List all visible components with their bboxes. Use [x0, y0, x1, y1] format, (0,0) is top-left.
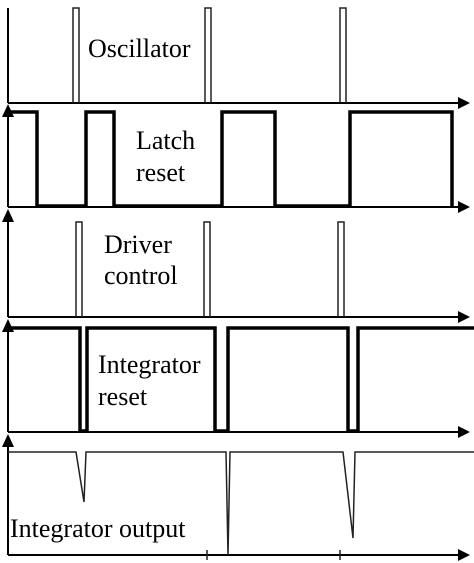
driver-control-axes [2, 209, 470, 323]
integrator-output-x-arrow-icon [458, 549, 470, 561]
driver-control-label-line-1: Driver [104, 230, 172, 259]
latch-reset-waveform [8, 110, 454, 208]
latch-reset-label-line-1: Latch [136, 126, 196, 155]
oscillator-waveform [72, 7, 347, 103]
integrator-reset-axes [2, 319, 470, 438]
integrator-output-waveform [8, 451, 474, 556]
driver-control-waveform [75, 221, 345, 317]
integrator-reset-x-arrow-icon [458, 426, 470, 438]
oscillator-pulse-3 [339, 7, 347, 103]
driver-control-pulse-1 [75, 221, 83, 317]
integrator-output-label: Integrator output [10, 514, 186, 543]
latch-reset-x-arrow-icon [458, 201, 470, 213]
driver-control-label-line-2: control [104, 261, 178, 290]
integrator-reset-label-line-1: Integrator [98, 350, 201, 379]
integrator-reset-y-arrow-icon [2, 319, 14, 332]
oscillator-pulse-2 [204, 7, 212, 103]
driver-control-x-arrow-icon [458, 311, 470, 323]
oscillator-label: Oscillator [88, 34, 191, 63]
driver-control-pulse-3 [337, 221, 345, 317]
driver-control-pulse-2 [203, 221, 211, 317]
integrator-reset-label-line-2: reset [98, 382, 148, 411]
latch-reset-axes [2, 104, 470, 213]
integrator-output-y-arrow-icon [2, 434, 14, 447]
integrator-reset-waveform [8, 326, 474, 433]
oscillator-axes [7, 8, 470, 109]
oscillator-pulse-1 [72, 7, 80, 103]
integrator-output-axes [2, 434, 470, 561]
latch-reset-label-line-2: reset [136, 158, 186, 187]
driver-control-y-arrow-icon [2, 209, 14, 222]
oscillator-x-arrow-icon [458, 97, 470, 109]
